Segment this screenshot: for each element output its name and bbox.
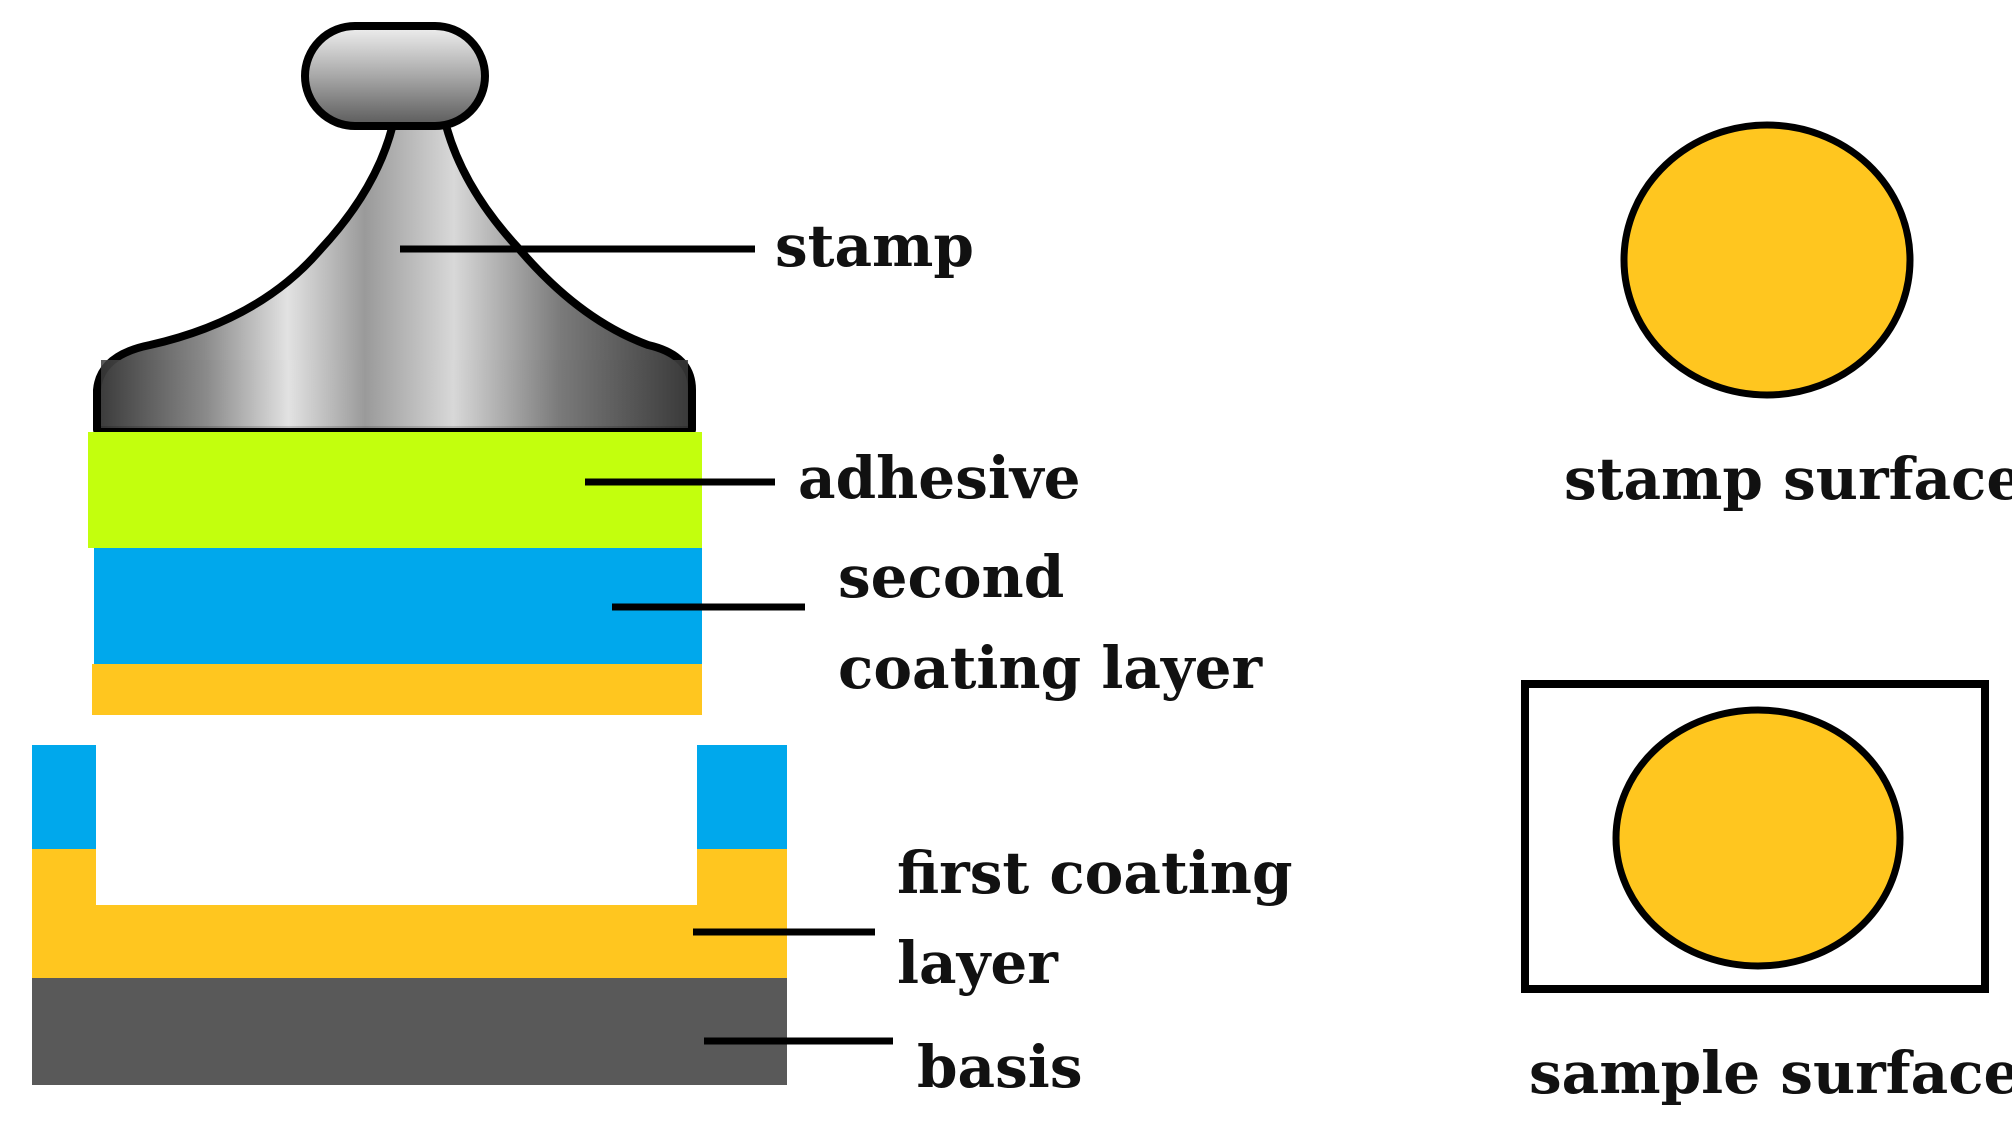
stamp-label: stamp	[775, 212, 974, 280]
first-coating-label-line2: layer	[897, 929, 1059, 997]
basis-layer	[32, 978, 787, 1085]
first-coating-label-line1: first coating	[897, 839, 1293, 907]
first-coating-layer-right-wall	[697, 849, 787, 905]
first-coating-layer-bottom	[32, 905, 787, 978]
sample-surface-label: sample surface	[1529, 1039, 2012, 1107]
stamp-base-band	[101, 360, 688, 428]
adhesive-layer	[88, 432, 702, 548]
stamp-surface-label: stamp surface	[1564, 445, 2012, 513]
second-coating-label-line1: second	[838, 543, 1064, 611]
second-coating-label-line2: coating layer	[838, 634, 1264, 702]
second-coating-layer-blue	[94, 548, 702, 664]
adhesive-label: adhesive	[798, 444, 1081, 512]
remaining-blue-left	[32, 745, 96, 849]
first-coating-layer-left-wall	[32, 849, 96, 905]
stamp-knob	[301, 22, 489, 130]
circle-in-square-icon	[1521, 680, 1989, 993]
second-coating-layer-yellow	[92, 664, 702, 715]
basis-label: basis	[917, 1033, 1082, 1101]
remaining-blue-right	[697, 745, 787, 849]
stamp-icon	[93, 22, 696, 434]
sample-surface-circle	[1612, 706, 1904, 970]
circle-icon	[1620, 121, 1914, 399]
